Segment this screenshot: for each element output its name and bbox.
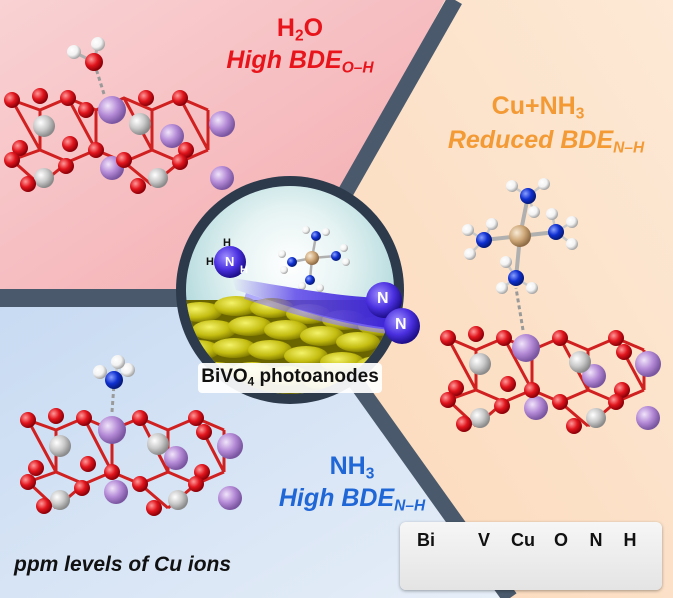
copper-region (290, 0, 673, 598)
copper-bde-text: Reduced BDE (447, 126, 614, 154)
photoanode-label-tail: photoanodes (254, 366, 379, 387)
legend-box (400, 522, 662, 590)
copper-bde-subscript: N–H (613, 139, 645, 157)
nh3-atom-h-right: H (240, 264, 248, 276)
n2-streak (232, 278, 392, 330)
n2-atom-1: N (377, 290, 389, 307)
ammonia-formula-main: NH (329, 452, 366, 480)
copper-bde: Reduced BDEN–H (447, 126, 645, 157)
copper-formula: Cu+NH3 (491, 92, 585, 123)
ammonia-formula-subscript: 3 (365, 465, 375, 483)
ammonia-bde-subscript: N–H (394, 497, 426, 515)
nh3-atom-h-top: H (223, 237, 231, 249)
n2-atom-2: N (395, 316, 407, 333)
photoanode-label-main: BiVO (201, 366, 248, 387)
lattice-ammonia (20, 355, 243, 516)
water-bde-subscript: O–H (341, 59, 374, 77)
legend-label-n: N (589, 530, 603, 550)
ammonia-bde: High BDEN–H (278, 484, 426, 515)
lattice-water (4, 37, 235, 194)
ammonia-formula: NH3 (329, 452, 375, 483)
copper-formula-subscript: 3 (575, 105, 585, 123)
photoanode-label: BiVO4 photoanodes (201, 366, 379, 388)
legend-label-o: O (553, 530, 569, 550)
photoanode-label-subscript: 4 (247, 375, 255, 389)
water-formula-main: H (276, 14, 295, 42)
water-formula-tail: O (303, 14, 324, 42)
nh3-atom-n: N (225, 254, 235, 269)
legend-label-bi: Bi (417, 530, 435, 550)
cu-complex-in-sphere (278, 226, 350, 292)
lattice-copper (440, 287, 661, 434)
ammonia-bde-text: High BDE (278, 484, 395, 512)
legend-label-v: V (477, 530, 491, 550)
water-bde-text: High BDE (226, 46, 342, 74)
water-formula-subscript: 2 (294, 27, 304, 45)
nh3-atom-h-left: H (206, 256, 214, 268)
water-formula: H2O (276, 14, 324, 45)
photoanode-label-box (198, 363, 382, 393)
legend-label-h: H (623, 530, 637, 550)
water-bde: High BDEO–H (226, 46, 374, 77)
copper-ammine-complex (462, 178, 578, 294)
water-region (0, 0, 445, 290)
legend-label-cu: Cu (511, 530, 535, 550)
copper-formula-main: Cu+NH (491, 92, 576, 120)
footnote: ppm levels of Cu ions (14, 553, 232, 576)
